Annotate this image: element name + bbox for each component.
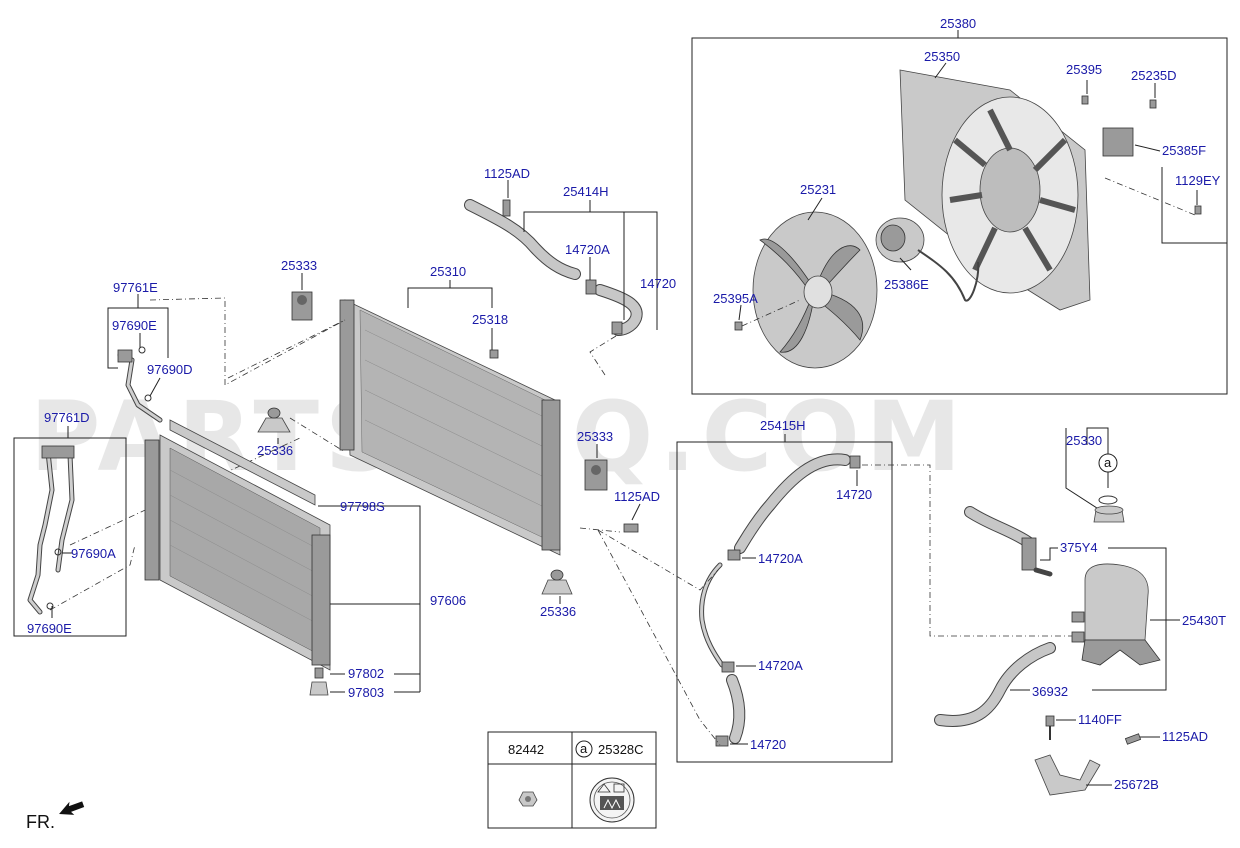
part-label-36932[interactable]: 36932: [1032, 684, 1068, 699]
part-label-25414h[interactable]: 25414H: [563, 184, 609, 199]
part-label-14720a-upper[interactable]: 14720A: [565, 242, 610, 257]
part-label-97690a[interactable]: 97690A: [71, 546, 116, 561]
part-label-97798s[interactable]: 97798S: [340, 499, 385, 514]
part-label-25430t[interactable]: 25430T: [1182, 613, 1226, 628]
part-label-97606[interactable]: 97606: [430, 593, 466, 608]
reservoir-cap-group: a: [1065, 427, 1125, 523]
part-label-14720a-lower-1[interactable]: 14720A: [758, 551, 803, 566]
radiator-group: [339, 280, 561, 556]
fan-resistor-drawing: [1102, 127, 1134, 157]
part-label-1129ey[interactable]: 1129EY: [1175, 173, 1221, 188]
part-label-25385f[interactable]: 25385F: [1162, 143, 1206, 158]
part-label-25318[interactable]: 25318: [472, 312, 508, 327]
upper-hose-group: [464, 180, 658, 376]
part-label-97802[interactable]: 97802: [348, 666, 384, 681]
part-label-25235d[interactable]: 25235D: [1131, 68, 1177, 83]
part-label-25336-right[interactable]: 25336: [540, 604, 576, 619]
part-label-375y4[interactable]: 375Y4: [1060, 540, 1098, 555]
part-label-1125ad-upper[interactable]: 1125AD: [484, 166, 530, 181]
ac-pipe-upper-group: [107, 294, 346, 423]
condenser-group: [144, 419, 421, 696]
part-label-25310[interactable]: 25310: [430, 264, 466, 279]
ac-pipe-lower-group: [13, 426, 301, 637]
part-label-97690e-lower[interactable]: 97690E: [27, 621, 72, 636]
part-label-25395a[interactable]: 25395A: [713, 291, 758, 306]
part-label-14720a-lower-2[interactable]: 14720A: [758, 658, 803, 673]
part-label-14720-upper[interactable]: 14720: [640, 276, 676, 291]
legend-header-25328c: 25328C: [598, 742, 644, 757]
fan-assembly-boundary: [691, 37, 1228, 395]
part-label-14720-lower-bottom[interactable]: 14720: [750, 737, 786, 752]
legend-table: 82442 a 25328C: [487, 731, 657, 829]
part-label-25380[interactable]: 25380: [940, 16, 976, 31]
fan-motor-drawing: [875, 217, 980, 302]
part-label-14720-lower-top[interactable]: 14720: [836, 487, 872, 502]
part-label-97761e[interactable]: 97761E: [113, 280, 158, 295]
part-label-25333-left[interactable]: 25333: [281, 258, 317, 273]
warning-cap-icon: [589, 777, 635, 823]
part-label-1140ff[interactable]: 1140FF: [1078, 712, 1122, 727]
lower-hose-group: [597, 434, 1080, 763]
legend-header-82442: 82442: [508, 742, 544, 757]
part-label-1125ad-mid[interactable]: 1125AD: [614, 489, 660, 504]
part-label-25395[interactable]: 25395: [1066, 62, 1102, 77]
fan-blade-drawing: [752, 211, 878, 369]
callout-circle-a: [1098, 453, 1118, 473]
part-label-97761d[interactable]: 97761D: [44, 410, 90, 425]
part-label-97690d[interactable]: 97690D: [147, 362, 193, 377]
part-label-25672b[interactable]: 25672B: [1114, 777, 1159, 792]
part-label-97690e-upper[interactable]: 97690E: [112, 318, 157, 333]
part-label-25336-left[interactable]: 25336: [257, 443, 293, 458]
bracket-group: [1034, 715, 1160, 796]
fan-shroud-drawing: [899, 69, 1091, 311]
part-label-25350[interactable]: 25350: [924, 49, 960, 64]
reservoir-group: [934, 506, 1180, 727]
part-label-25330[interactable]: 25330: [1066, 433, 1102, 448]
part-label-97803[interactable]: 97803: [348, 685, 384, 700]
legend-marker-a: a: [580, 741, 588, 756]
part-label-1125ad-bracket[interactable]: 1125AD: [1162, 729, 1208, 744]
front-orientation-label: FR.: [26, 812, 55, 832]
radiator-mounts: [227, 273, 641, 604]
part-label-25386e[interactable]: 25386E: [884, 277, 929, 292]
part-label-25415h[interactable]: 25415H: [760, 418, 806, 433]
part-label-25231[interactable]: 25231: [800, 182, 836, 197]
callout-letter-a: a: [1104, 455, 1112, 470]
part-label-25333-right[interactable]: 25333: [577, 429, 613, 444]
front-direction-arrow-icon: [59, 801, 85, 815]
fan-assembly-group: [691, 30, 1228, 395]
